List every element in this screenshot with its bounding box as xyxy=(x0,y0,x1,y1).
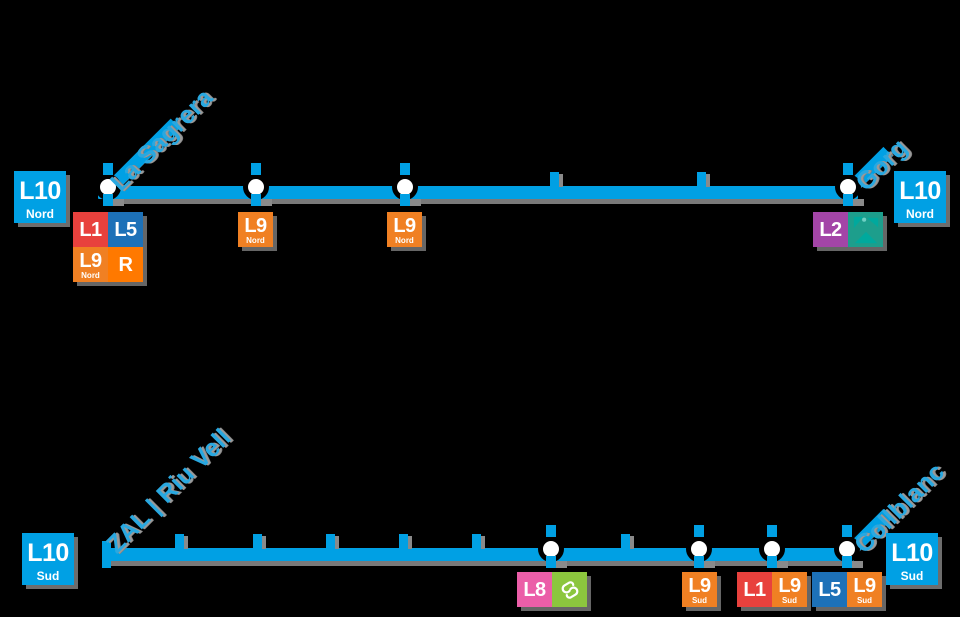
station-stem-up xyxy=(843,163,853,175)
connection-badge-l1[interactable]: L1 xyxy=(73,212,108,247)
station-stem-up xyxy=(767,525,777,537)
rail-left-cap xyxy=(102,541,111,568)
station-stem-down xyxy=(103,194,113,206)
station-stem-down xyxy=(546,556,556,568)
connection-sublabel: Nord xyxy=(81,271,100,280)
station-tick-minor-stop-5 xyxy=(472,534,485,549)
station-stem-up xyxy=(103,163,113,175)
connection-label: L9 xyxy=(393,215,416,237)
station-tick-minor-stop-1 xyxy=(175,534,188,549)
endpoint-number: L10 xyxy=(19,177,61,205)
connection-badge-l9-sud[interactable]: L9 Sud xyxy=(772,572,807,607)
connection-sublabel: Nord xyxy=(246,236,265,245)
connection-badge-l1[interactable]: L1 xyxy=(737,572,772,607)
station-stem-down xyxy=(843,194,853,206)
connections-gorg: L2 xyxy=(813,212,883,247)
station-stop-torrassa[interactable] xyxy=(759,525,788,568)
station-stem-down xyxy=(251,194,261,206)
rail-shadow xyxy=(104,199,864,204)
station-stop-gorg[interactable] xyxy=(835,163,864,206)
connection-badge-fgc[interactable] xyxy=(552,572,587,607)
station-stem-down xyxy=(842,556,852,568)
connection-sublabel: Sud xyxy=(856,596,873,605)
connection-label: L9 xyxy=(778,575,801,597)
station-stem-down xyxy=(694,556,704,568)
station-tick-minor-stop-2 xyxy=(697,172,710,187)
connection-label: L9 xyxy=(79,250,102,272)
station-stem-up xyxy=(546,525,556,537)
station-stop-foneria[interactable] xyxy=(538,525,567,568)
connection-badge-l9-nord[interactable]: L9 Nord xyxy=(387,212,422,247)
endpoint-branch: Sud xyxy=(36,569,60,583)
rail-body xyxy=(98,186,858,199)
endpoint-badge-l10-sud-right[interactable]: L10 Sud xyxy=(886,533,938,585)
station-stop-la-sagrera[interactable] xyxy=(95,163,124,206)
connection-label: L1 xyxy=(79,218,102,241)
station-tick-minor-stop-2 xyxy=(253,534,266,549)
endpoint-number: L10 xyxy=(899,177,941,205)
connections-zona-universitaria: L9 Sud xyxy=(682,572,717,607)
endpoint-badge-l10-nord-left[interactable]: L10 Nord xyxy=(14,171,66,223)
connection-sublabel: Sud xyxy=(781,596,798,605)
connection-label: L1 xyxy=(743,578,766,601)
station-stem-down xyxy=(400,194,410,206)
endpoint-branch: Nord xyxy=(906,207,934,221)
connection-sublabel: Sud xyxy=(691,596,708,605)
connection-label: L5 xyxy=(114,218,137,241)
rail-shadow xyxy=(108,561,860,566)
connection-badge-l9-sud[interactable]: L9 Sud xyxy=(847,572,882,607)
connections-collblanc: L5 L9 Sud xyxy=(812,572,882,607)
connection-badge-tram[interactable] xyxy=(848,212,883,247)
station-stop-onze-de-setembre[interactable] xyxy=(243,163,272,206)
connections-foneria: L8 xyxy=(517,572,587,607)
endpoint-number: L10 xyxy=(27,539,69,567)
station-stop-zona-universitaria[interactable] xyxy=(686,525,715,568)
connection-label: L9 xyxy=(688,575,711,597)
endpoint-badge-l10-nord-right[interactable]: L10 Nord xyxy=(894,171,946,223)
rail-body xyxy=(102,548,854,561)
fgc-icon xyxy=(561,580,578,599)
connection-label: L2 xyxy=(819,218,842,241)
connection-label: R xyxy=(118,253,133,276)
endpoint-branch: Nord xyxy=(26,207,54,221)
connections-onze-de-setembre: L9 Nord xyxy=(238,212,273,247)
station-stem-up xyxy=(400,163,410,175)
station-tick-minor-stop-4 xyxy=(399,534,412,549)
station-stop-bon-pastor[interactable] xyxy=(392,163,421,206)
branch-label-zal-riu-vell: ZAL | Riu Vell xyxy=(101,423,237,559)
connection-label: L8 xyxy=(523,578,546,601)
endpoint-badge-l10-sud-left[interactable]: L10 Sud xyxy=(22,533,74,585)
connection-badge-l8[interactable]: L8 xyxy=(517,572,552,607)
connection-badge-l5[interactable]: L5 xyxy=(108,212,143,247)
station-stem-down xyxy=(767,556,777,568)
station-stop-collblanc[interactable] xyxy=(834,525,863,568)
connection-sublabel: Nord xyxy=(395,236,414,245)
rail-l10-sud xyxy=(102,525,863,568)
station-stem-up xyxy=(694,525,704,537)
connection-badge-rodalies[interactable]: R xyxy=(108,247,143,282)
connection-badge-l2[interactable]: L2 xyxy=(813,212,848,247)
tram-icon xyxy=(853,216,878,243)
station-tick-minor-stop-6 xyxy=(621,534,634,549)
connection-label: L9 xyxy=(244,215,267,237)
connection-badge-l9-sud[interactable]: L9 Sud xyxy=(682,572,717,607)
rail-l10-nord xyxy=(95,163,864,206)
station-tick-minor-stop-1 xyxy=(550,172,563,187)
connection-badge-l5[interactable]: L5 xyxy=(812,572,847,607)
connections-la-sagrera: L1 L5 L9 Nord R xyxy=(73,212,143,282)
connection-label: L9 xyxy=(853,575,876,597)
connection-badge-l9-nord[interactable]: L9 Nord xyxy=(238,212,273,247)
station-stem-up xyxy=(842,525,852,537)
station-stem-up xyxy=(251,163,261,175)
branch-label-la-sagrera: La Sagrera xyxy=(105,83,219,197)
station-tick-minor-stop-3 xyxy=(326,534,339,549)
connection-badge-l9-nord[interactable]: L9 Nord xyxy=(73,247,108,282)
endpoint-number: L10 xyxy=(891,539,933,567)
connection-label: L5 xyxy=(818,578,841,601)
connections-bon-pastor: L9 Nord xyxy=(387,212,422,247)
connections-torrassa: L1 L9 Sud xyxy=(737,572,807,607)
endpoint-branch: Sud xyxy=(900,569,924,583)
